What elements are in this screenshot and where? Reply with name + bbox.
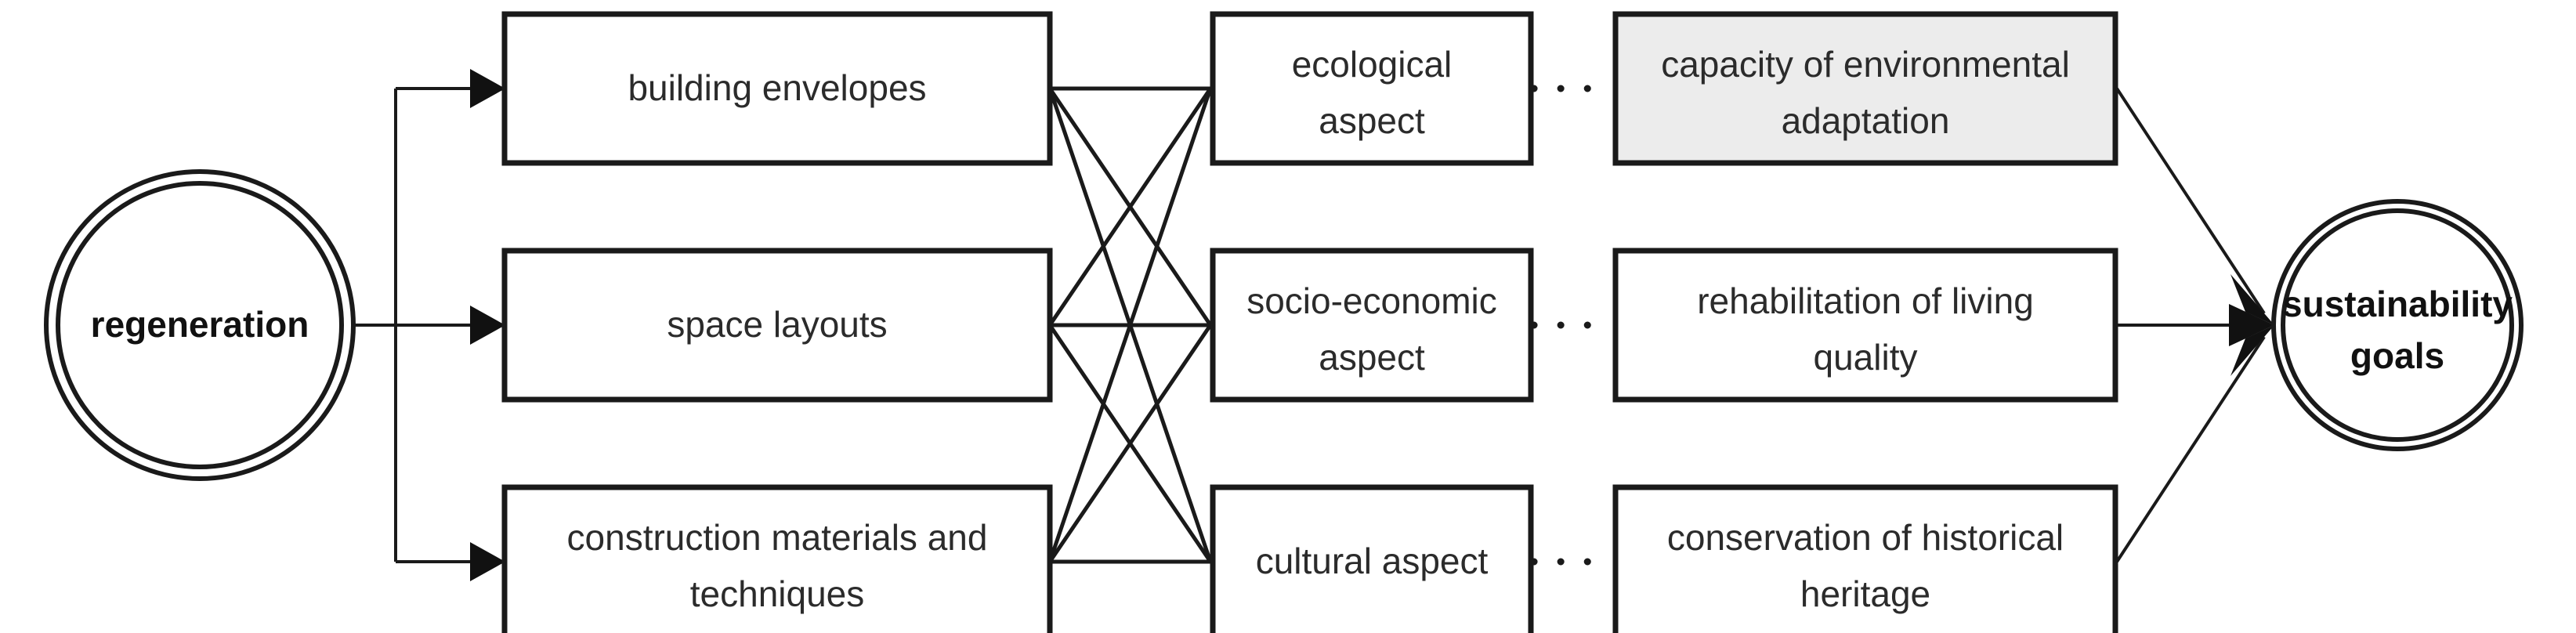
intervention-box-building-envelopes[interactable]: building envelopes — [501, 11, 1053, 166]
outcome-label-1-line-1: rehabilitation of living — [1697, 280, 2034, 321]
outcome-label-2-line-2: heritage — [1800, 573, 1930, 614]
aspect-label-1-line-1: socio-economic — [1246, 280, 1497, 321]
outcome-label-1-line-2: quality — [1814, 337, 1918, 378]
sustainability-goals-label-line-2: goals — [2350, 335, 2444, 376]
intervention-label-1-line-1: space layouts — [667, 304, 887, 345]
sustainability-goals-label-line-1: sustainability — [2282, 284, 2513, 324]
intervention-box-rect-0 — [501, 11, 1053, 166]
outcome-box-rect-0 — [1612, 11, 2118, 166]
outcome-box-rect-2 — [1612, 484, 2118, 633]
arrow-head-rehabilitation-to-goals — [2229, 304, 2274, 346]
intervention-box-rect-2 — [501, 484, 1053, 633]
outcome-box-conservation-of-historical-heritage[interactable]: conservation of historical heritage — [1612, 484, 2118, 633]
aspect-box-rect-0 — [1210, 11, 1534, 166]
aspect-label-1-line-2: aspect — [1319, 337, 1425, 378]
link-space-layouts-to-ecological — [1047, 87, 1213, 327]
outcome-box-capacity-of-environmental-adaptation[interactable]: capacity of environmental adaptation — [1612, 11, 2118, 166]
arrow-head-building-envelopes — [470, 69, 505, 108]
interventions-to-aspects-links — [1047, 86, 1213, 564]
aspect-box-rect-1 — [1210, 248, 1534, 403]
intervention-box-construction-materials-and-techniques[interactable]: construction materials and techniques — [501, 484, 1053, 633]
aspect-box-cultural-aspect[interactable]: cultural aspect — [1210, 484, 1534, 633]
start-node-regeneration[interactable]: regeneration — [44, 169, 356, 481]
outcome-label-2-line-1: conservation of historical — [1667, 517, 2064, 558]
link-construction-materials-to-socio-economic — [1047, 324, 1213, 563]
aspects-to-outcomes-links — [1530, 85, 1616, 566]
outcome-box-rect-1 — [1612, 248, 2118, 403]
end-node-sustainability-goals[interactable]: sustainability goals — [2271, 199, 2524, 451]
intervention-box-space-layouts[interactable]: space layouts — [501, 248, 1053, 403]
link-construction-materials-to-ecological — [1047, 88, 1213, 562]
arrow-head-space-layouts — [470, 306, 505, 345]
aspect-label-0-line-1: ecological — [1292, 44, 1453, 85]
aspect-box-ecological-aspect[interactable]: ecological aspect — [1210, 11, 1534, 166]
outcome-box-rehabilitation-of-living-quality[interactable]: rehabilitation of living quality — [1612, 248, 2118, 403]
arrow-head-construction-materials — [470, 542, 505, 581]
intervention-label-0-line-1: building envelopes — [628, 67, 926, 108]
regeneration-inner-circle — [56, 181, 344, 469]
start-to-interventions-connector — [354, 69, 505, 581]
intervention-box-rect-1 — [501, 248, 1053, 403]
arrow-head-conservation-to-goals — [2230, 325, 2274, 376]
regeneration-label: regeneration — [91, 304, 309, 345]
aspect-label-0-line-2: aspect — [1319, 100, 1425, 141]
outcome-label-0-line-1: capacity of environmental — [1661, 44, 2070, 85]
outcome-label-0-line-2: adaptation — [1782, 100, 1950, 141]
aspect-box-rect-2 — [1210, 484, 1534, 633]
aspect-label-2-line-1: cultural aspect — [1256, 541, 1489, 581]
link-capacity-to-goals — [2115, 87, 2266, 315]
arrow-head-capacity-to-goals — [2230, 274, 2274, 325]
intervention-label-2-line-1: construction materials and — [567, 517, 988, 558]
intervention-label-2-line-2: techniques — [690, 573, 865, 614]
link-conservation-to-goals — [2115, 335, 2266, 563]
sustainability-goals-inner-circle — [2281, 208, 2514, 442]
outcomes-to-end-links — [2115, 87, 2274, 563]
aspect-box-socio-economic-aspect[interactable]: socio-economic aspect — [1210, 248, 1534, 403]
